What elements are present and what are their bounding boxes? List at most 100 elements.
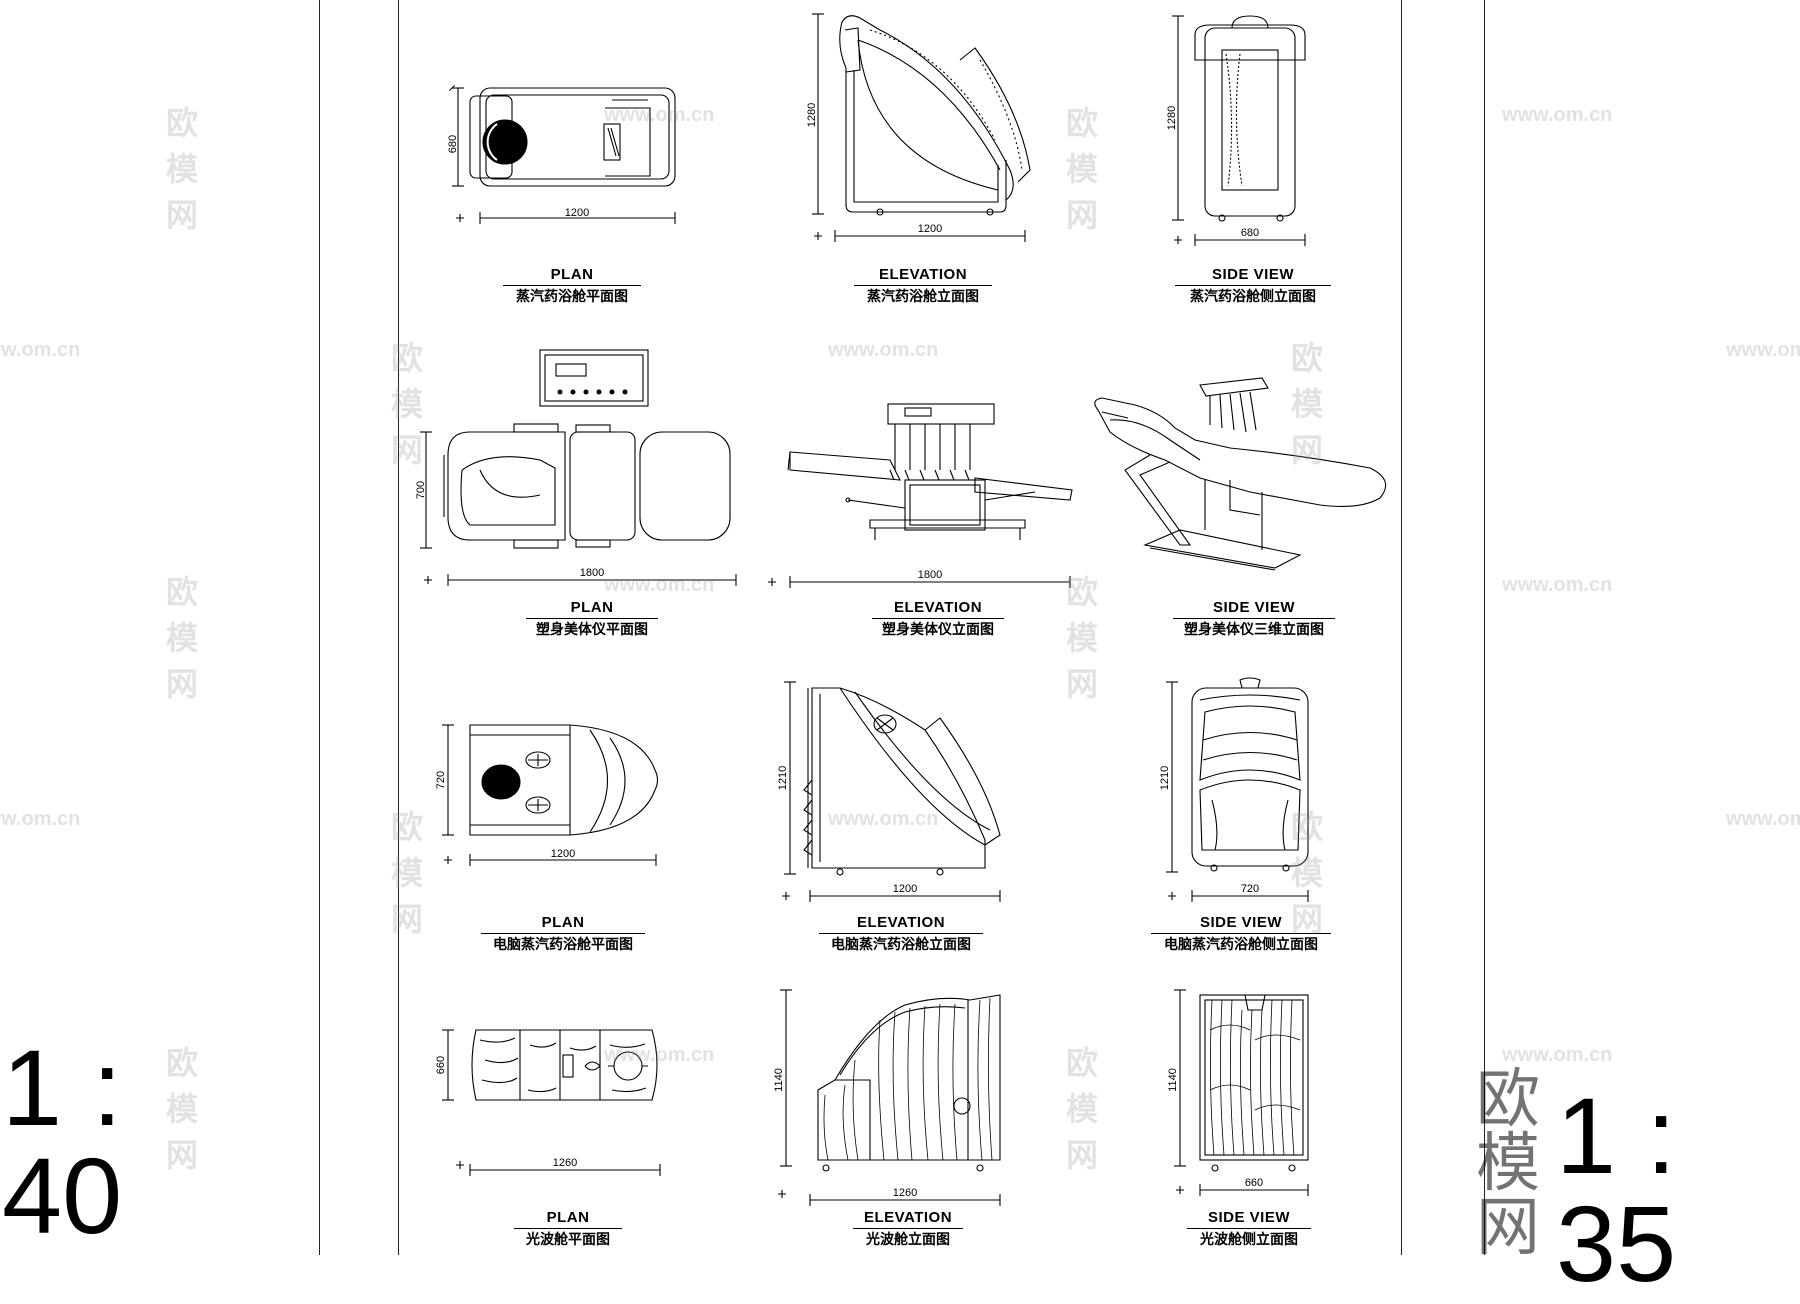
view-caption: 塑身美体仪平面图 (536, 622, 648, 638)
caption-row4-side: SIDE VIEW 光波舱侧立面图 (1184, 1209, 1314, 1249)
dim-text: 1800 (918, 569, 942, 581)
view-title: ELEVATION (893, 599, 983, 616)
frame-line-right (1484, 0, 1485, 1255)
caption-rule (526, 618, 658, 619)
view-title: PLAN (570, 599, 614, 616)
view-caption: 电脑蒸汽药浴舱平面图 (493, 937, 633, 953)
caption-row2-plan: PLAN 塑身美体仪平面图 (516, 599, 668, 639)
view-title: PLAN (550, 266, 594, 283)
computer-steam-bath-side-dims (1166, 681, 1309, 902)
dim-text: 720 (1241, 883, 1259, 895)
dim-text: 1260 (553, 1157, 577, 1169)
watermark-brand-large: 欧模网 (1476, 1063, 1540, 1265)
slimming-device-3d-drawing (1094, 377, 1387, 571)
dim-text: 680 (1241, 227, 1259, 239)
view-caption: 蒸汽药浴舱立面图 (867, 289, 979, 305)
caption-rule (514, 1228, 622, 1229)
light-wave-elevation-drawing (817, 994, 1001, 1172)
view-caption: 蒸汽药浴舱平面图 (516, 289, 628, 305)
light-wave-elevation-dims (778, 989, 1001, 1206)
view-title: PLAN (541, 914, 585, 931)
view-title: SIDE VIEW (1211, 266, 1294, 283)
caption-row1-side: SIDE VIEW 蒸汽药浴舱侧立面图 (1173, 266, 1333, 306)
frame-line-inner-right (1401, 0, 1402, 1255)
steam-bath-plan-drawing (469, 87, 676, 187)
dim-text: 680 (447, 135, 459, 153)
dim-text: 720 (435, 771, 447, 789)
dim-text: 1200 (565, 207, 589, 219)
caption-rule (1187, 1228, 1311, 1229)
caption-rule (819, 933, 983, 934)
caption-row1-plan: PLAN 蒸汽药浴舱平面图 (502, 266, 642, 306)
dim-text: 700 (415, 481, 427, 499)
dim-text: 1800 (580, 567, 604, 579)
dim-text: 1200 (551, 848, 575, 860)
view-title: ELEVATION (878, 266, 968, 283)
dim-text: 1200 (893, 883, 917, 895)
scale-left: 1 : 40 (2, 1027, 123, 1256)
frame-line-left (319, 0, 320, 1255)
drawings-canvas: 1200 680 1200 1280 680 1280 1800 700 180… (415, 13, 1387, 1206)
caption-rule (872, 618, 1004, 619)
computer-steam-bath-elevation-dims (782, 681, 1001, 902)
steam-bath-side-dims (1172, 15, 1306, 246)
caption-row3-plan: PLAN 电脑蒸汽药浴舱平面图 (478, 914, 648, 954)
view-title: SIDE VIEW (1199, 914, 1282, 931)
steam-bath-side-drawing (1194, 15, 1306, 222)
light-wave-side-dims (1174, 989, 1309, 1196)
view-caption: 蒸汽药浴舱侧立面图 (1190, 289, 1316, 305)
view-caption: 电脑蒸汽药浴舱立面图 (831, 937, 971, 953)
computer-steam-bath-side-drawing (1191, 677, 1309, 872)
light-wave-plan-dims (442, 1029, 661, 1176)
slimming-device-plan-dims (420, 431, 737, 586)
light-wave-plan-drawing (471, 1029, 658, 1101)
frame-line-inner-left (398, 0, 399, 1255)
computer-steam-bath-plan-dims (442, 724, 657, 866)
light-wave-side-drawing (1199, 994, 1309, 1172)
caption-row2-side: SIDE VIEW 塑身美体仪三维立面图 (1168, 599, 1340, 639)
view-caption: 光波舱立面图 (866, 1232, 950, 1248)
dim-text: 1280 (806, 103, 818, 127)
caption-row2-elevation: ELEVATION 塑身美体仪立面图 (862, 599, 1014, 639)
caption-row3-side: SIDE VIEW 电脑蒸汽药浴舱侧立面图 (1150, 914, 1332, 954)
view-caption: 光波舱平面图 (526, 1232, 610, 1248)
view-title: PLAN (546, 1209, 590, 1226)
caption-rule (481, 933, 645, 934)
caption-rule (503, 285, 641, 286)
view-caption: 电脑蒸汽药浴舱侧立面图 (1164, 937, 1318, 953)
caption-rule (854, 285, 992, 286)
dim-text: 1210 (1159, 766, 1171, 790)
dim-text: 660 (435, 1056, 447, 1074)
scale-right: 1 : 35 (1556, 1075, 1677, 1304)
dim-text: 1140 (773, 1068, 785, 1092)
dim-text: 1210 (777, 766, 789, 790)
steam-bath-elevation-drawing (839, 15, 1031, 216)
slimming-device-plan-drawing (443, 349, 731, 549)
computer-steam-bath-elevation-drawing (803, 687, 1001, 876)
view-title: ELEVATION (856, 914, 946, 931)
caption-row4-plan: PLAN 光波舱平面图 (508, 1209, 628, 1249)
view-title: SIDE VIEW (1207, 1209, 1290, 1226)
slimming-device-elevation-dims (768, 576, 1071, 588)
view-caption: 光波舱侧立面图 (1200, 1232, 1298, 1248)
steam-bath-plan-dims (449, 85, 676, 224)
view-caption: 塑身美体仪三维立面图 (1184, 622, 1324, 638)
steam-bath-elevation-dims (812, 13, 1026, 242)
caption-rule (853, 1228, 963, 1229)
view-caption: 塑身美体仪立面图 (882, 622, 994, 638)
slimming-device-elevation-drawing (787, 403, 1073, 540)
dim-text: 1260 (893, 1187, 917, 1199)
caption-row4-elevation: ELEVATION 光波舱立面图 (846, 1209, 970, 1249)
caption-row1-elevation: ELEVATION 蒸汽药浴舱立面图 (853, 266, 993, 306)
dim-text: 1280 (1166, 106, 1178, 130)
dim-text: 1140 (1167, 1068, 1179, 1092)
computer-steam-bath-plan-drawing (469, 724, 659, 836)
view-title: SIDE VIEW (1212, 599, 1295, 616)
caption-rule (1175, 285, 1331, 286)
view-title: ELEVATION (863, 1209, 953, 1226)
caption-rule (1173, 618, 1335, 619)
dim-text: 660 (1245, 1177, 1263, 1189)
caption-rule (1151, 933, 1331, 934)
dim-text: 1200 (918, 223, 942, 235)
caption-row3-elevation: ELEVATION 电脑蒸汽药浴舱立面图 (816, 914, 986, 954)
